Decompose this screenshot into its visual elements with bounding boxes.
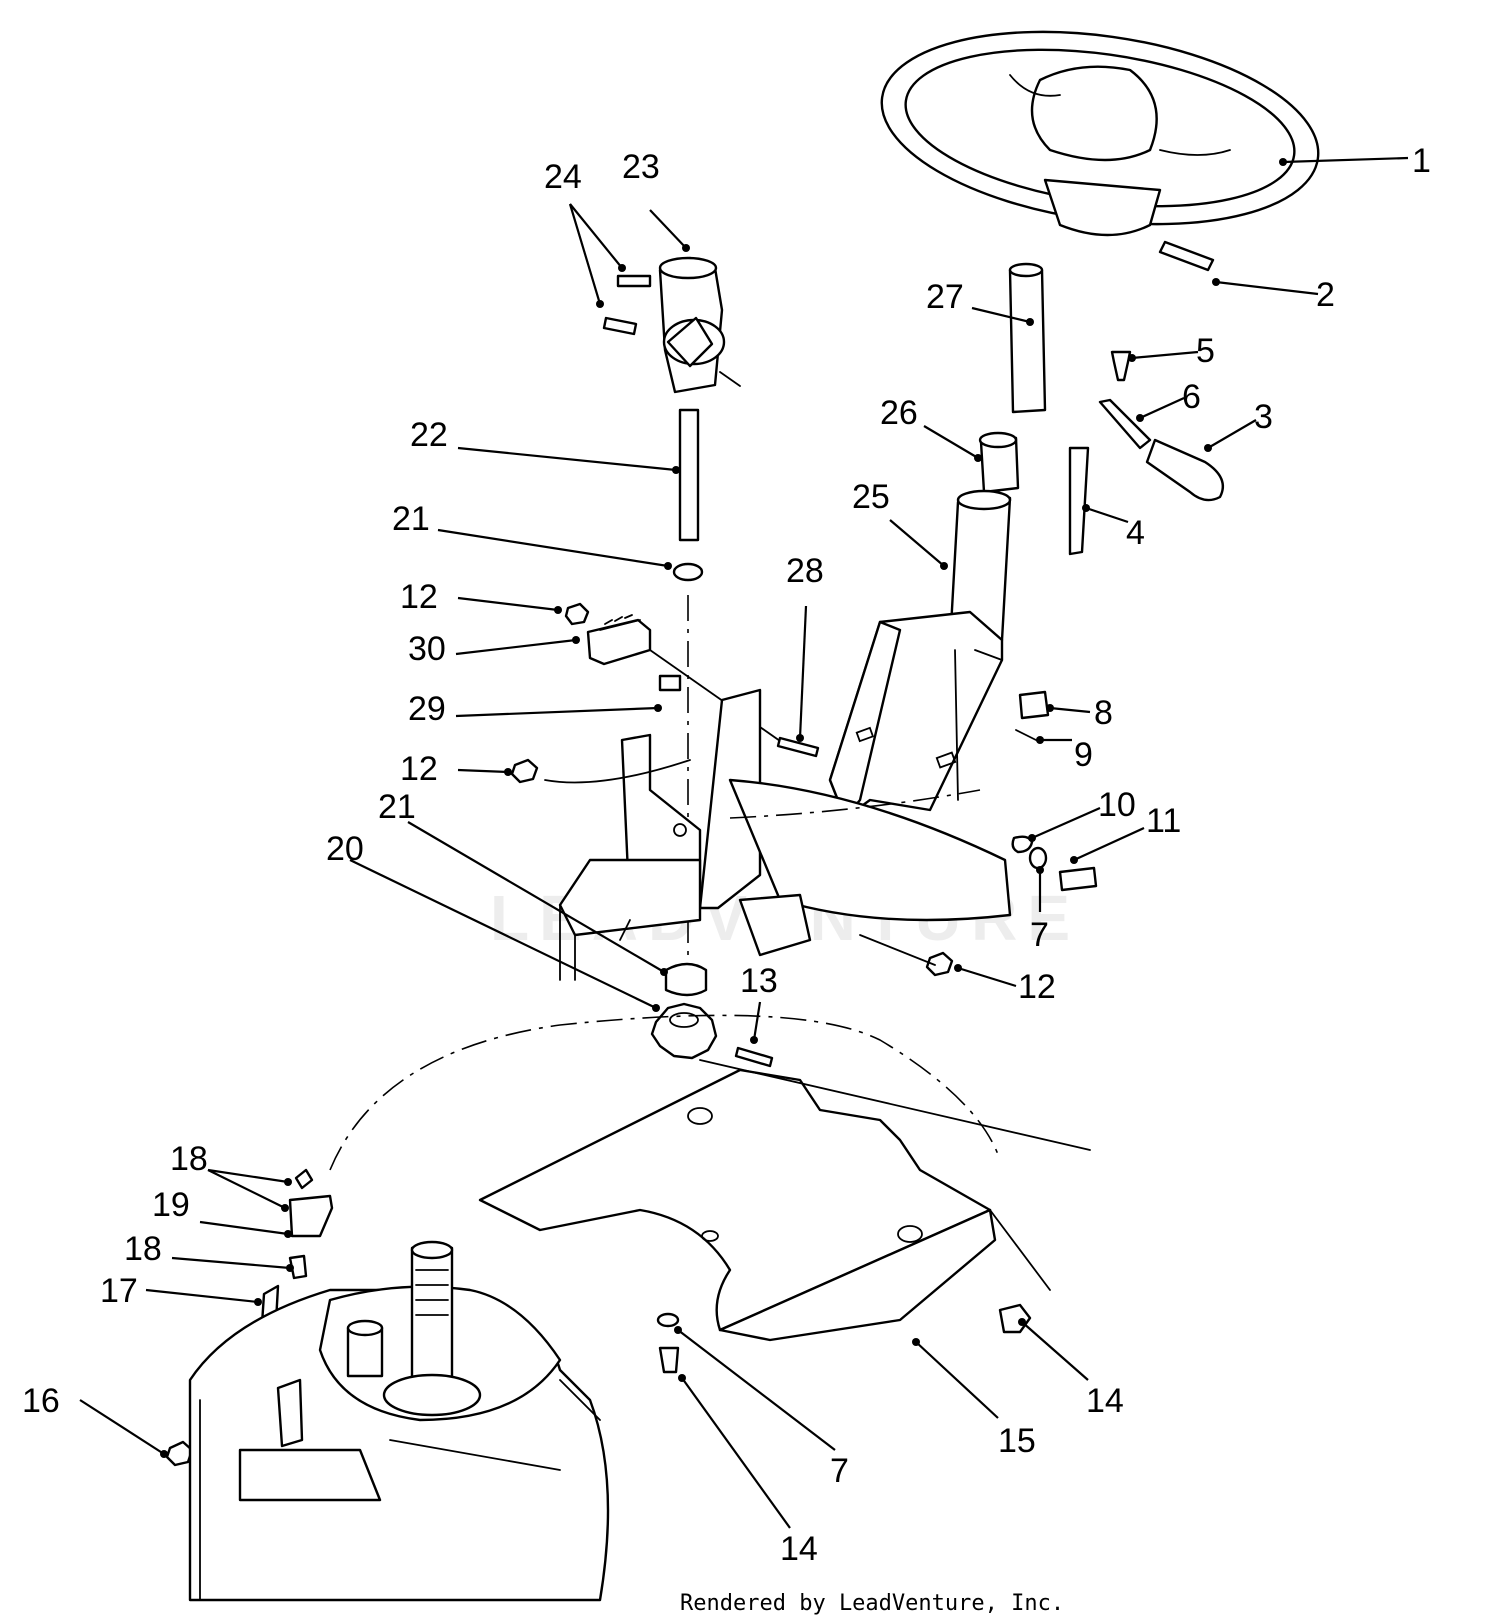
callout-23: 23 [622, 148, 660, 186]
callout-18b: 18 [124, 1230, 162, 1268]
callout-13: 13 [740, 962, 778, 1000]
callout-21a: 21 [392, 500, 430, 538]
credit-line: Rendered by LeadVenture, Inc. [680, 1591, 1064, 1616]
callout-14b: 14 [780, 1530, 818, 1568]
callout-7a: 7 [1030, 916, 1049, 954]
bushing [978, 431, 1020, 494]
flange-bushing-upper [672, 562, 704, 582]
callout-11: 11 [1146, 802, 1181, 840]
callout-3: 3 [1254, 398, 1273, 436]
callout-9: 9 [1074, 736, 1093, 774]
callout-26: 26 [880, 394, 918, 432]
callout-5: 5 [1196, 332, 1215, 370]
steering-plate [478, 1059, 1091, 1342]
callout-6: 6 [1182, 378, 1201, 416]
shoulder-bolt [1110, 350, 1132, 382]
callout-7b: 7 [830, 1452, 849, 1490]
callout-10: 10 [1098, 786, 1136, 824]
callout-28: 28 [786, 552, 824, 590]
gear-travel-arc [329, 1014, 1001, 1171]
callout-1: 1 [1412, 142, 1431, 180]
hex-nut-lower [925, 951, 954, 977]
hex-nut-middle [510, 758, 539, 784]
callout-22: 22 [410, 416, 448, 454]
spacer [658, 674, 682, 692]
callout-labels: 1 2 3 4 5 6 7 7 8 9 10 11 12 12 12 13 14… [22, 142, 1431, 1568]
steering-wheel [880, 30, 1320, 237]
callout-19: 19 [152, 1186, 190, 1224]
callout-12b: 12 [400, 750, 438, 788]
callout-25: 25 [852, 478, 890, 516]
leader-lines [79, 156, 1409, 1529]
callout-24: 24 [544, 158, 582, 196]
callout-15: 15 [998, 1422, 1036, 1460]
roll-pin-lower [602, 316, 638, 336]
roll-pin-upper [616, 274, 652, 288]
pivot-bolt [1068, 446, 1090, 556]
steering-shaft-lower [678, 408, 700, 542]
callout-4: 4 [1126, 514, 1145, 552]
callout-16: 16 [22, 1382, 60, 1420]
square-key [734, 1046, 774, 1068]
stop-block [1018, 690, 1050, 720]
callout-21b: 21 [378, 788, 416, 826]
hex-bolt [1058, 866, 1098, 892]
callout-18a: 18 [170, 1140, 208, 1178]
centerline-frame [729, 789, 981, 819]
sector-gear [586, 614, 652, 666]
callout-29: 29 [408, 690, 446, 728]
hex-bolt-right [998, 1303, 1032, 1334]
callout-17: 17 [100, 1272, 138, 1310]
bolt-axis-right [859, 934, 936, 966]
steering-shaft [1008, 262, 1047, 414]
callout-20: 20 [326, 830, 364, 868]
pinion-gear [650, 1002, 718, 1060]
flat-washer-lower [656, 1312, 680, 1328]
transaxle-housing [188, 1240, 610, 1602]
tilt-lever [1098, 398, 1152, 450]
callout-30: 30 [408, 630, 446, 668]
lever-knob [1145, 438, 1225, 502]
callout-8: 8 [1094, 694, 1113, 732]
steering-column-bracket [828, 489, 1012, 820]
universal-joint [658, 256, 741, 394]
flat-washer-upper [1028, 846, 1048, 870]
gear-axis [649, 649, 791, 749]
callout-14a: 14 [1086, 1382, 1124, 1420]
steering-support-frame [544, 688, 1012, 981]
callout-2: 2 [1316, 276, 1335, 314]
carriage-bolt [776, 736, 820, 758]
hex-bolt-lower [658, 1346, 680, 1374]
callout-27: 27 [926, 278, 964, 316]
hex-nut-upper [564, 602, 590, 626]
lock-washer [1011, 835, 1034, 854]
callout-12c: 12 [1018, 968, 1056, 1006]
hex-nut-bottom [165, 1440, 194, 1467]
callout-12a: 12 [400, 578, 438, 616]
roll-pin [1158, 240, 1215, 272]
flange-bushing-lower [664, 962, 708, 997]
